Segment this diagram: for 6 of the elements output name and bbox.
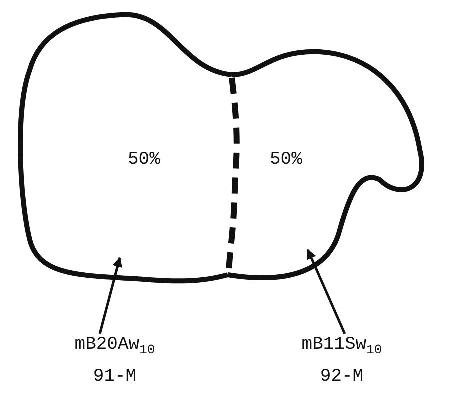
sample-label: mB11Sw$_{10}$ 92-M xyxy=(282,332,402,390)
percent-label: 50% xyxy=(128,150,160,170)
sample-label: mB20Aw$_{10}$ 91-M xyxy=(55,332,175,390)
leader-arrow xyxy=(306,249,346,334)
percent-label: 50% xyxy=(270,150,302,170)
leader-arrow xyxy=(98,257,123,334)
